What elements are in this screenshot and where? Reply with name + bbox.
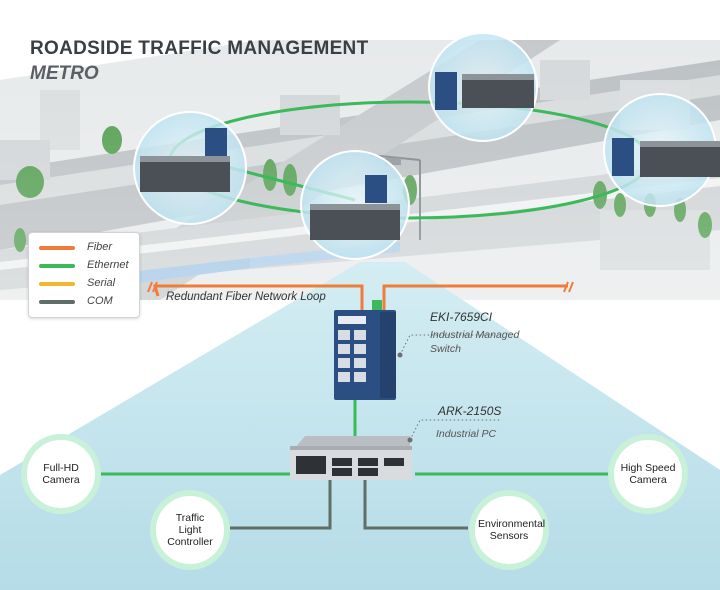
legend-label-ethernet: Ethernet bbox=[87, 259, 129, 271]
legend-label-fiber: Fiber bbox=[87, 241, 113, 253]
page-subtitle: METRO bbox=[30, 63, 99, 84]
node-traffic-light-controller-line2: Light bbox=[178, 524, 202, 536]
node-environmental-sensors-line1: Environmental bbox=[478, 518, 546, 530]
legend-label-serial: Serial bbox=[87, 277, 116, 289]
legend-item-ethernet: Ethernet bbox=[39, 259, 139, 273]
node-traffic-light-controller-line3: Controller bbox=[167, 536, 213, 548]
page-title: ROADSIDE TRAFFIC MANAGEMENT bbox=[30, 38, 369, 59]
node-traffic-light-controller-line1: Traffic bbox=[175, 512, 205, 524]
legend-item-fiber: Fiber bbox=[39, 241, 139, 255]
traffic-light-com-link bbox=[230, 480, 332, 530]
device-bubble-top bbox=[428, 32, 538, 142]
pc-name: ARK-2150S bbox=[438, 404, 502, 418]
switch-description-2: Switch bbox=[430, 343, 461, 355]
fiber-lines bbox=[147, 281, 574, 310]
legend-swatch-ethernet bbox=[39, 264, 75, 268]
city-background bbox=[0, 0, 720, 330]
node-high-speed-camera-line2: Camera bbox=[629, 474, 667, 486]
device-bubble-center bbox=[300, 150, 410, 260]
industrial-managed-switch bbox=[334, 300, 396, 400]
environmental-com-link bbox=[363, 480, 468, 530]
legend-item-com: COM bbox=[39, 295, 139, 309]
switch-name: EKI-7659CI bbox=[430, 310, 493, 324]
legend-item-serial: Serial bbox=[39, 277, 139, 291]
node-high-speed-camera-line1: High Speed bbox=[620, 462, 676, 474]
device-bubble-right bbox=[603, 93, 720, 207]
legend-swatch-fiber bbox=[39, 246, 75, 250]
pc-description: Industrial PC bbox=[436, 428, 497, 440]
fiber-loop-label: Redundant Fiber Network Loop bbox=[166, 291, 326, 303]
legend: Fiber Ethernet Serial COM bbox=[28, 232, 140, 318]
node-environmental-sensors-line2: Sensors bbox=[489, 530, 529, 542]
legend-swatch-serial bbox=[39, 282, 75, 286]
switch-description-1: Industrial Managed bbox=[430, 329, 520, 341]
legend-swatch-com bbox=[39, 300, 75, 304]
legend-label-com: COM bbox=[87, 295, 113, 307]
device-bubble-left bbox=[133, 111, 247, 225]
industrial-pc bbox=[290, 436, 412, 480]
node-full-hd-camera-line2: Camera bbox=[42, 474, 80, 486]
node-full-hd-camera-line1: Full-HD bbox=[43, 462, 79, 474]
